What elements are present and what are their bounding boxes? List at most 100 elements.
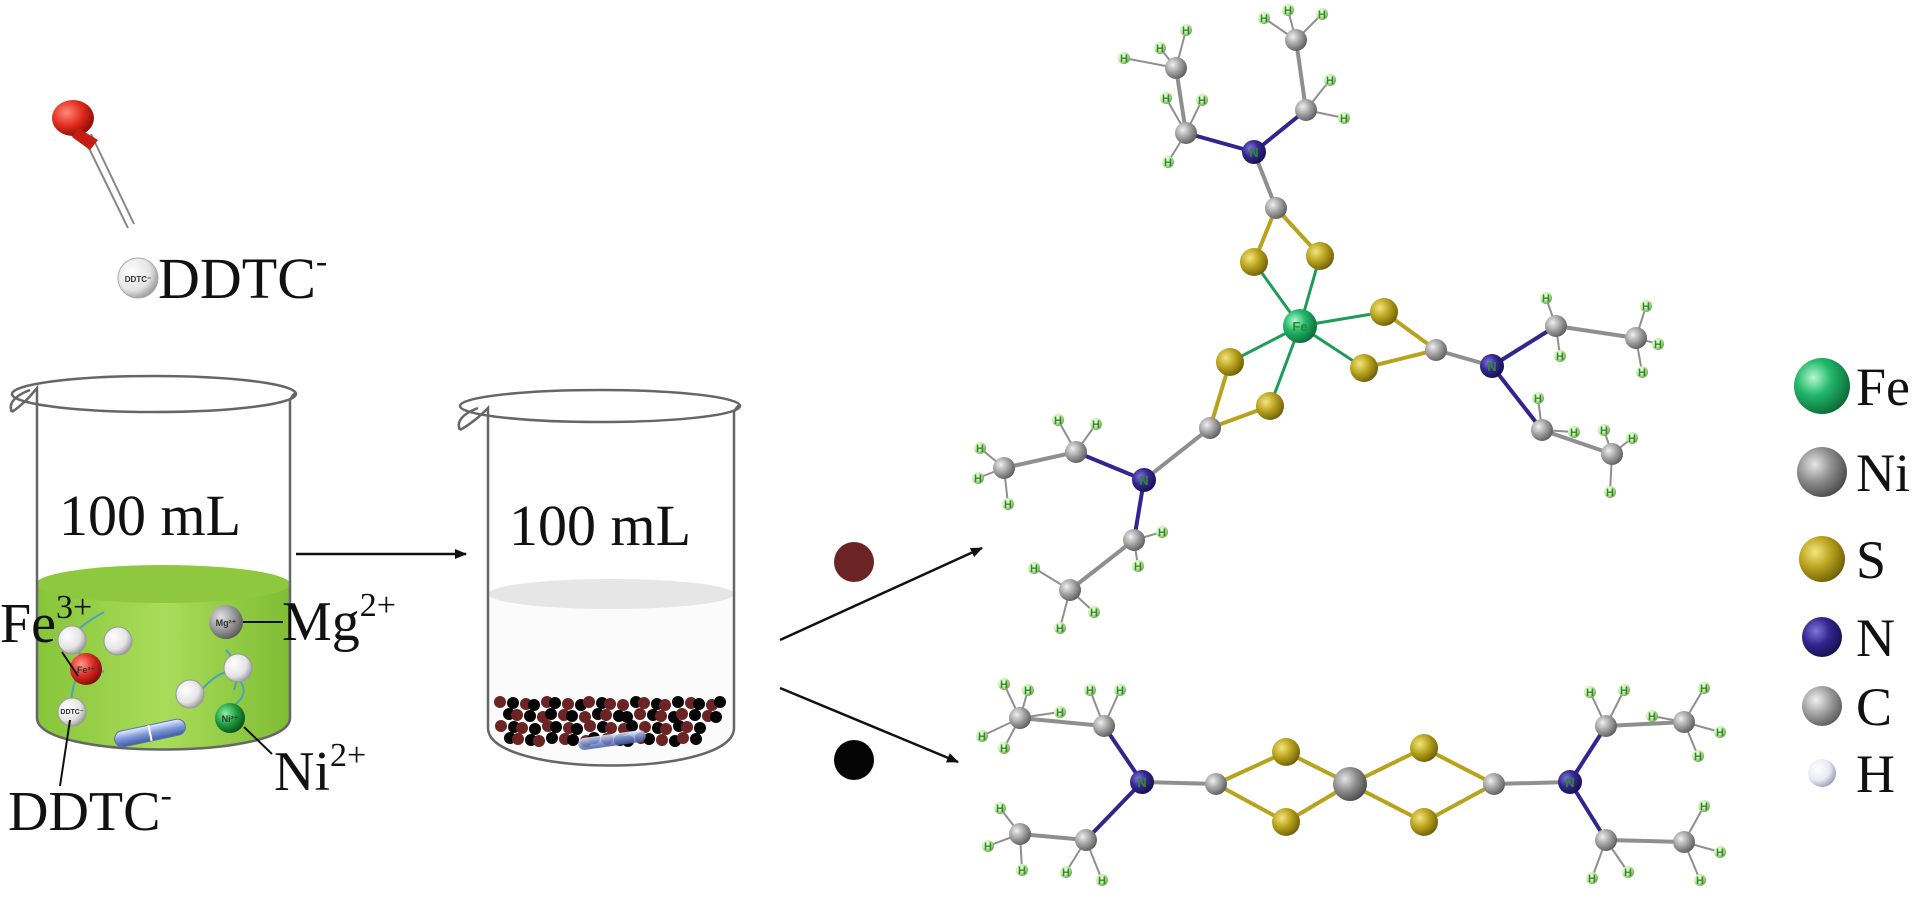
dropper [52,100,135,229]
precipitate-particle [600,709,612,721]
atom-h [1568,426,1580,438]
beaker-2: 100 mL [457,388,742,767]
precipitate-particle [604,698,616,710]
atom-label-h: H [1004,499,1012,511]
atom-label-h: H [1116,685,1124,697]
atom-h [1652,338,1664,350]
atom-label-h: H [1624,867,1632,879]
atom-h [1636,366,1648,378]
atom-h [1714,846,1726,858]
atom-h [1084,684,1096,696]
atom-c [1059,579,1081,601]
atom-c [1199,417,1221,439]
s-atom-icon [1799,536,1845,582]
atom-h [1584,686,1596,698]
atom-h [1258,12,1270,24]
atom-label-h: H [1198,95,1206,107]
atom-label-h: H [1024,685,1032,697]
svg-text:Mg2+: Mg2+ [282,587,396,653]
ddtc-bead-icon [117,257,159,299]
reagent-bead-text: DDTC⁻ [125,275,151,284]
precipitate-particle [579,711,591,723]
atom-c [1175,122,1197,144]
atom-h [974,442,986,454]
precipitate-particle [676,708,688,720]
mg-bead-text: Mg²⁺ [216,618,237,628]
atom-c [1595,829,1617,851]
atom-h [1052,414,1064,426]
atom-h [1618,684,1630,696]
atom-label-h: H [1062,867,1070,879]
precipitate-particle [550,721,562,733]
atom-label-h: H [1018,865,1026,877]
atom-c [1601,443,1623,465]
precipitate-particle [516,722,528,734]
atom-label-h: H [1586,687,1594,699]
atom-n [1558,770,1582,794]
precipitate-particle [528,699,540,711]
atom-label-h: H [1182,25,1190,37]
atom-h [1180,24,1192,36]
precipitate-particle [643,733,655,745]
atom-n [1130,770,1154,794]
reagent-name: DDTC [158,246,316,311]
precipitate-particle [507,697,519,709]
atom-label-h: H [1534,393,1542,405]
svg-text:Fe3+: Fe3+ [0,589,92,655]
bond [1140,780,1218,786]
bond [1554,324,1638,340]
bond [1490,324,1558,368]
atom-label-h: H [1588,873,1596,885]
atom-h [1324,74,1336,86]
atom-label-h: H [1570,427,1578,439]
dropper-bulb-icon [52,100,94,136]
atom-label-h: H [974,473,982,485]
atom-s [1410,808,1438,836]
atom-label-h: H [1700,683,1708,695]
atom-h [1714,726,1726,738]
fe-ion-bead-icon [70,653,102,685]
ni-charge: 2+ [330,737,366,774]
atom-label-n: N [1139,473,1148,488]
atom-h [1604,486,1616,498]
atom-n [1480,354,1504,378]
precipitate-particle [626,720,638,732]
atom-ni [1333,767,1367,801]
precipitate-particle [584,720,596,732]
atom-label-n: N [1487,359,1496,374]
bond [1604,720,1686,728]
precipitate-particle [545,708,557,720]
atom-c [1093,715,1115,737]
atom-c [1673,711,1695,733]
atom-c [1285,29,1307,51]
atom-label-h: H [1260,13,1268,25]
atom-label-h: H [1696,875,1704,887]
precipitate-particle [710,711,722,723]
atom-label-n: N [1565,775,1574,790]
atom-s [1256,392,1284,420]
atom-h [1160,92,1172,104]
atom-label-h: H [984,841,992,853]
supernatant-surface [488,579,734,609]
legend-item-s: S [1799,530,1886,590]
ni-atom-icon [1797,447,1847,497]
atom-label-h: H [1318,9,1326,21]
atom-label-h: H [1056,623,1064,635]
c-atom-icon [1802,686,1842,726]
precipitate [494,696,726,747]
fe-bead-text: Fe³⁺ [77,665,96,675]
atom-label-h: H [1284,5,1292,17]
atom-label-h: H [1120,53,1128,65]
mg-charge: 2+ [360,587,396,624]
atom-n [1132,468,1156,492]
atom-label-h: H [978,731,986,743]
atom-h [1554,350,1566,362]
atom-h [1694,874,1706,886]
atom-label-h: H [1158,527,1166,539]
atom-label-h: H [1694,751,1702,763]
atom-c [1483,773,1505,795]
ddtc-charge: - [160,777,171,814]
precipitate-particle [672,696,684,708]
precipitate-particle [571,723,583,735]
bond [1018,716,1106,728]
